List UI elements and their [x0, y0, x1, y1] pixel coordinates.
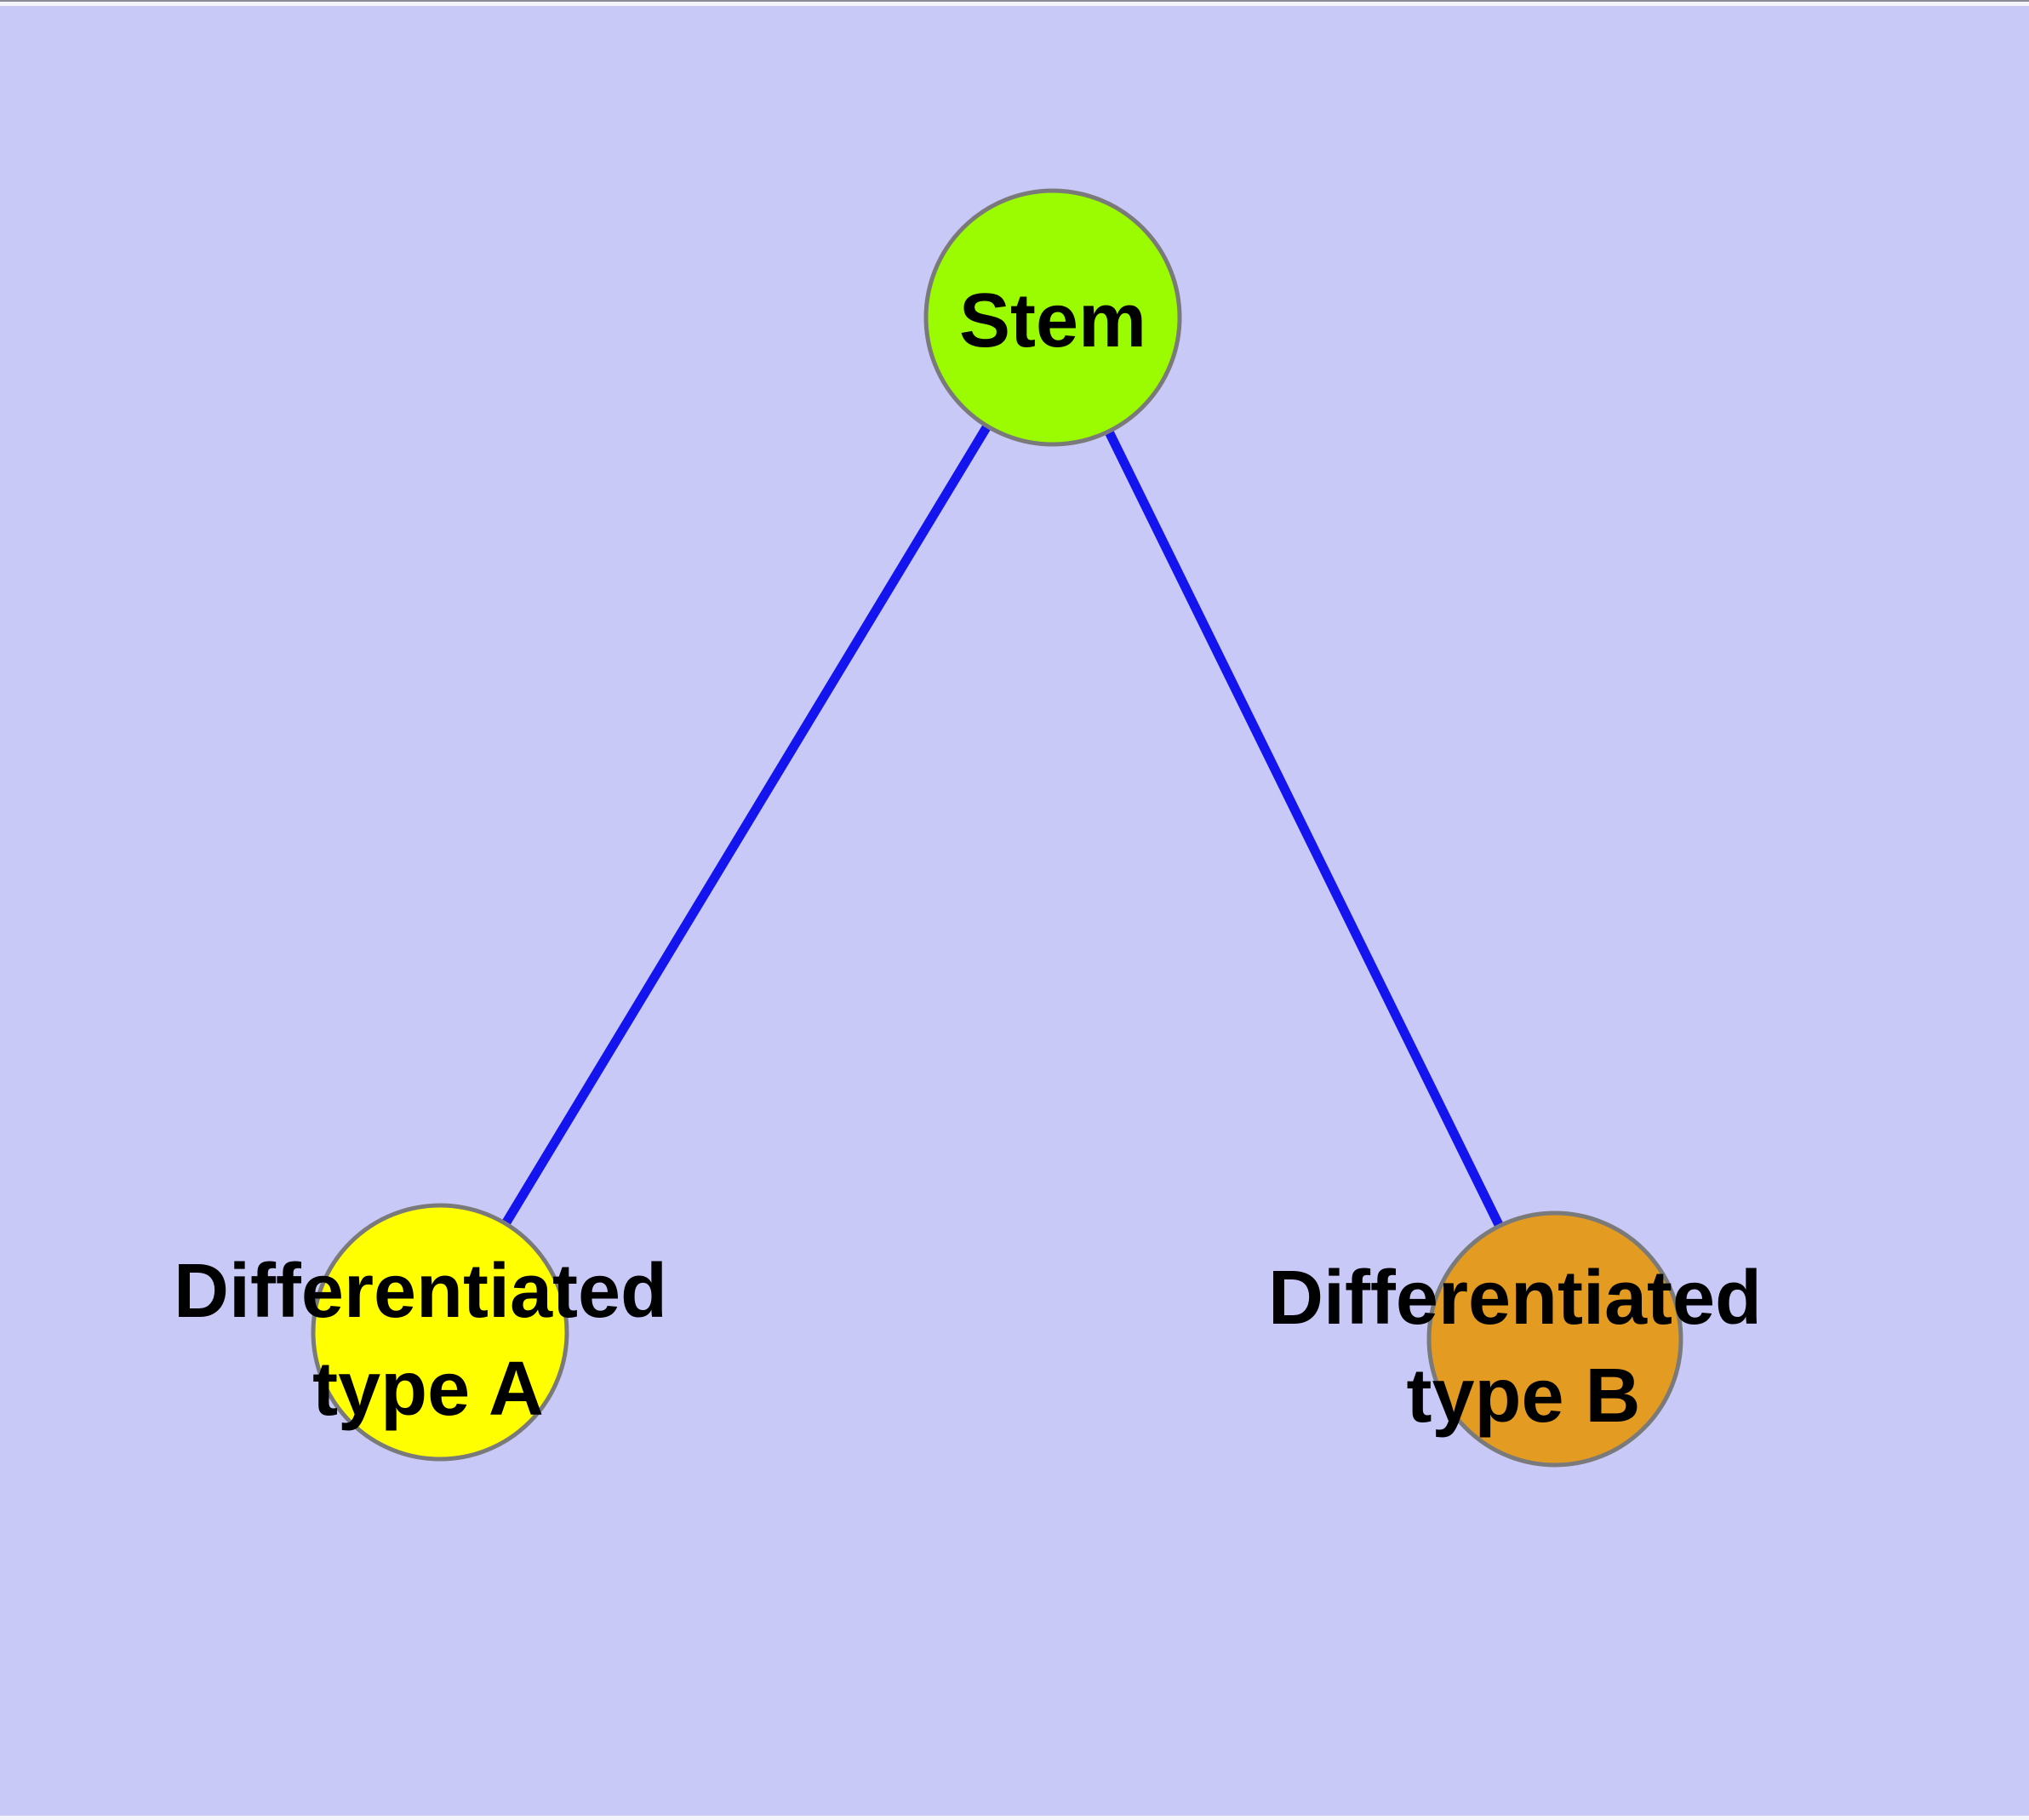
canvas-top-margin: [0, 2, 2029, 6]
node-stem-circle: [923, 188, 1182, 447]
edge-stem-to-type-a: [436, 315, 1057, 1335]
node-type-b: Differentiated type B: [1268, 1210, 1762, 1468]
node-stem: Stem: [923, 188, 1182, 447]
node-type-a-label-line2: type A: [312, 1347, 544, 1432]
node-type-b-circle: [1426, 1210, 1683, 1468]
edge-group: [436, 315, 1559, 1342]
node-type-b-label-line2: type B: [1406, 1354, 1640, 1439]
edge-stem-to-type-b: [1049, 315, 1559, 1342]
canvas-bottom-margin: [0, 1816, 2029, 1820]
node-stem-label: Stem: [959, 278, 1146, 363]
node-type-a-circle: [311, 1203, 569, 1462]
node-type-a: Differentiated type A: [174, 1203, 667, 1462]
node-type-a-label-line1: Differentiated: [174, 1249, 667, 1334]
canvas-top-hairline: [0, 0, 2029, 2]
node-type-b-label-line1: Differentiated: [1268, 1256, 1762, 1341]
